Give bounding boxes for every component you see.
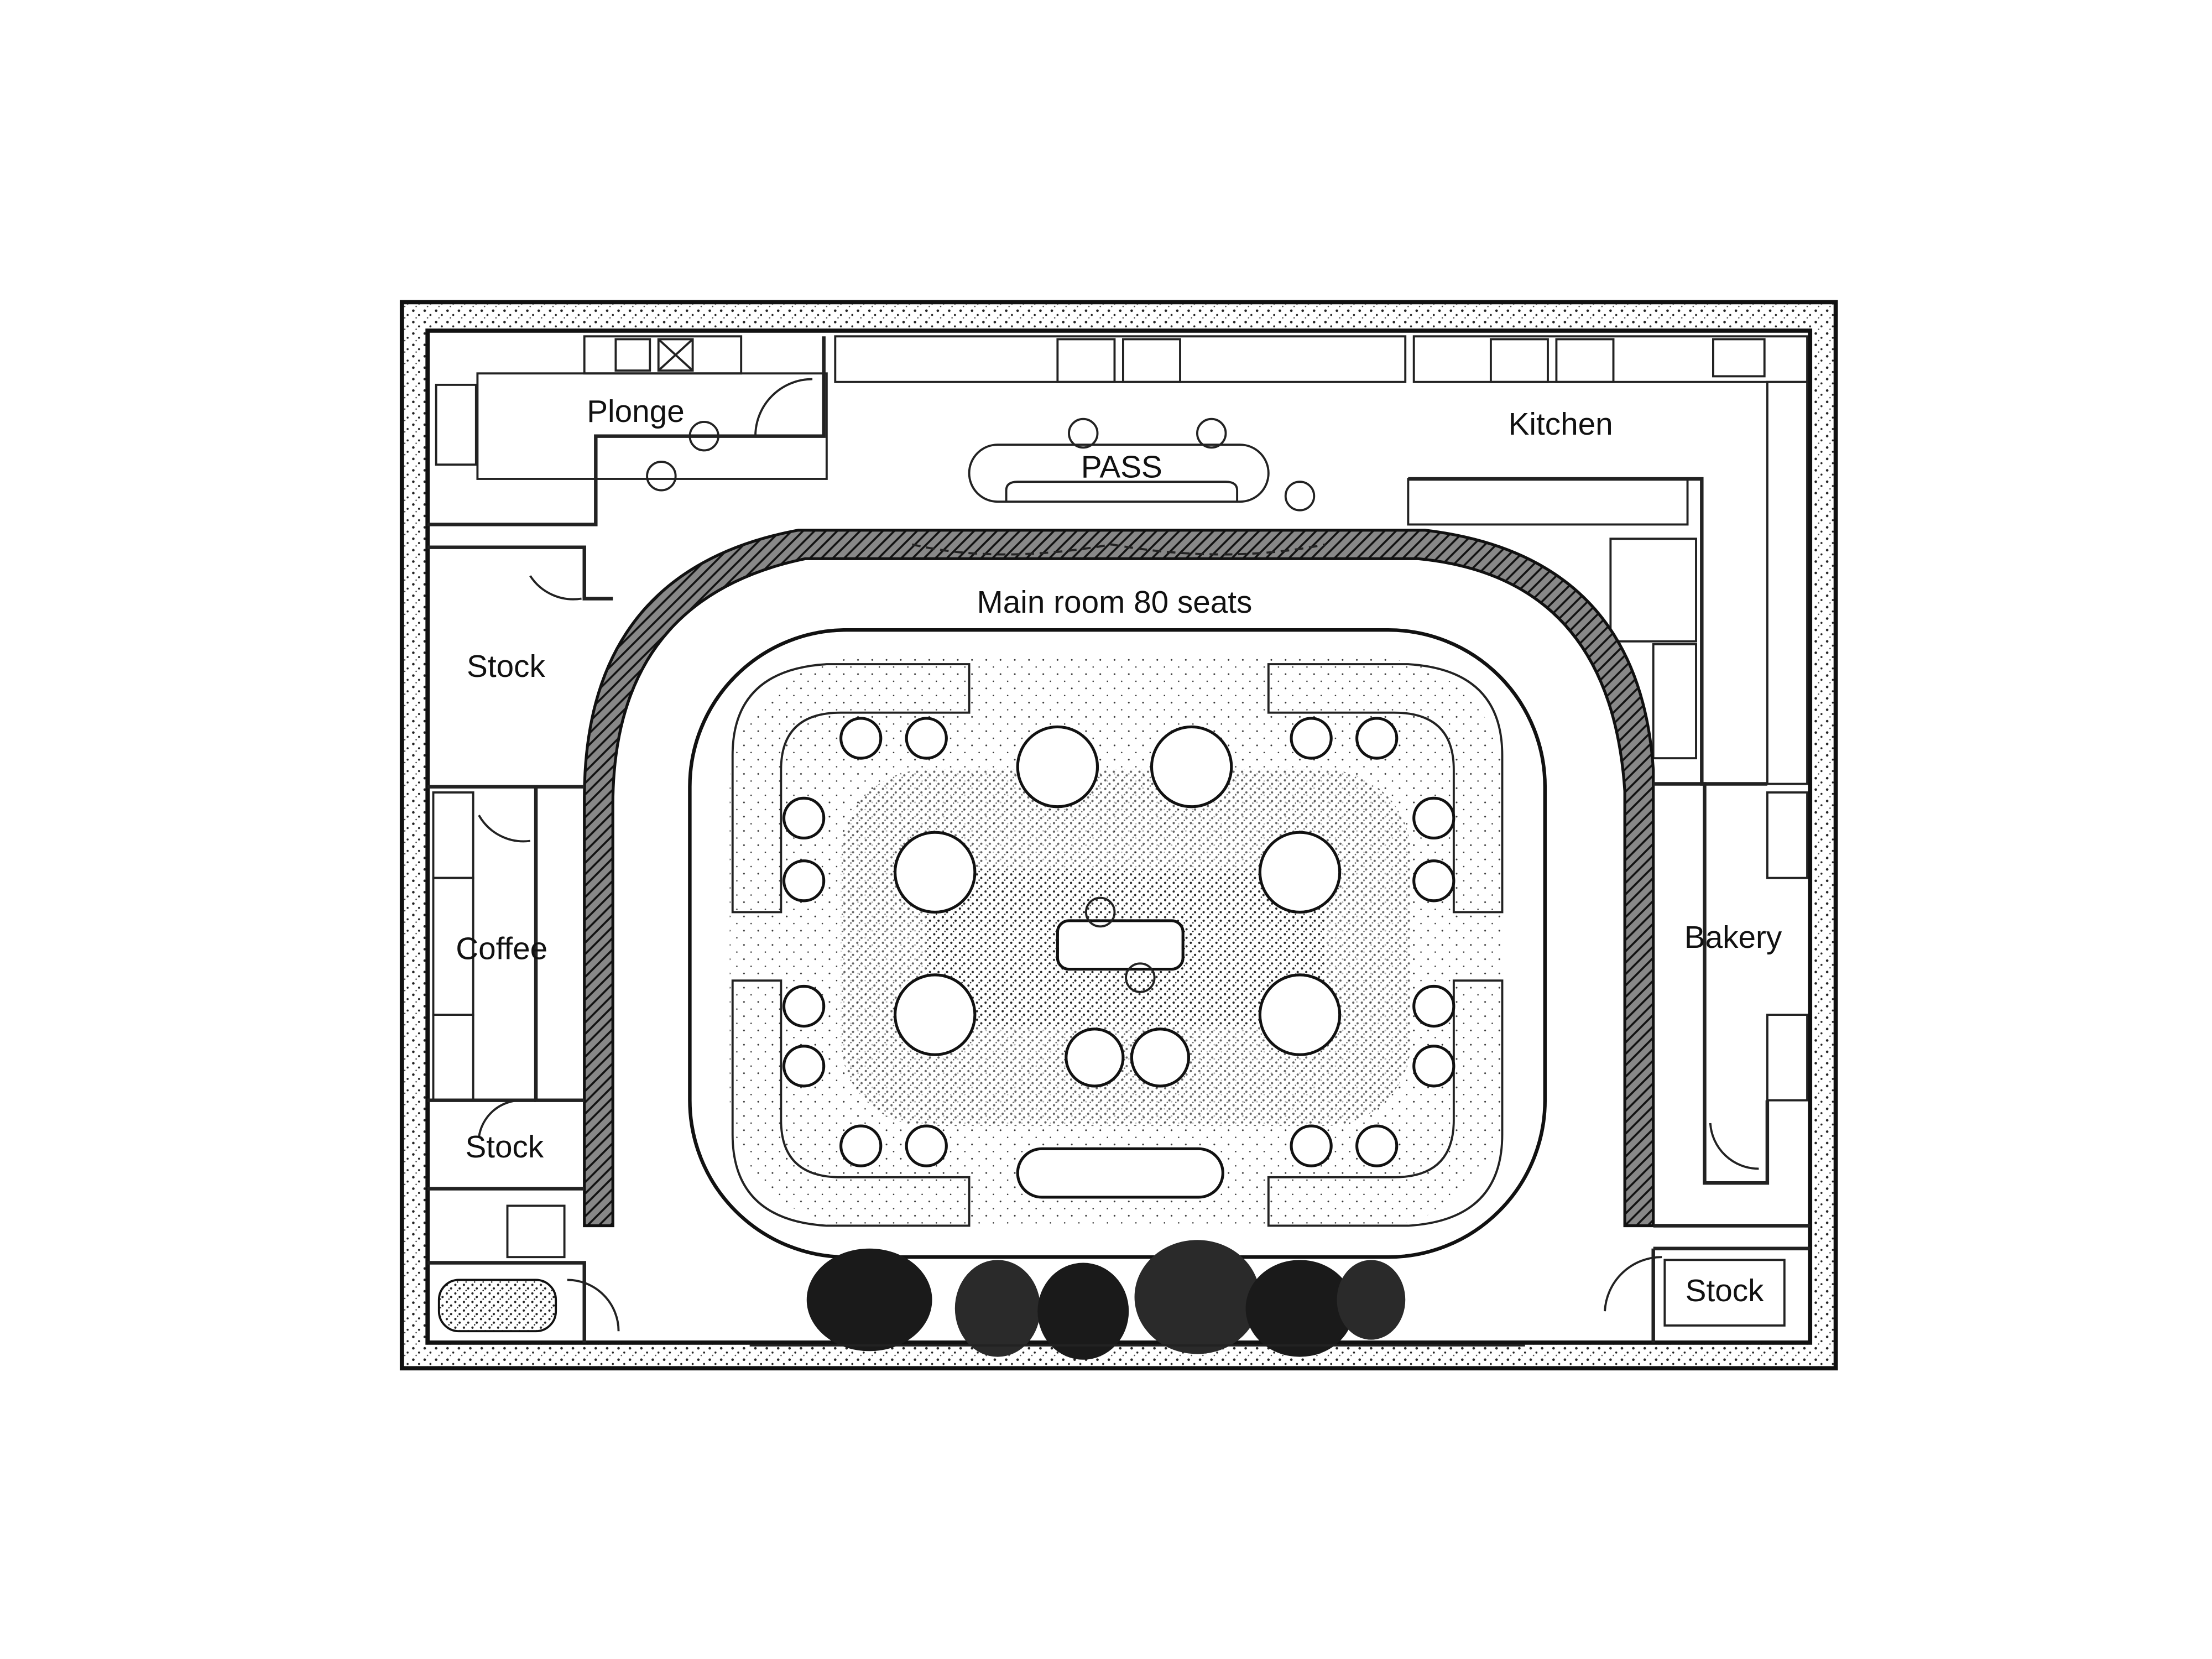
- tree-icon: [954, 1260, 1041, 1357]
- person-icon: [688, 420, 719, 452]
- person-icon: [1084, 896, 1116, 928]
- small-table: [1355, 1124, 1399, 1167]
- tree-icon: [806, 1248, 932, 1352]
- small-table: [782, 1045, 826, 1088]
- room-label-coffee: Coffee: [456, 932, 547, 967]
- toilet-icon: [506, 1204, 566, 1259]
- room-label-stock-left: Stock: [467, 649, 545, 684]
- stove-icon: [1056, 338, 1116, 383]
- kitchen-counter-top: [834, 335, 1407, 383]
- tree-icon: [1037, 1262, 1129, 1360]
- landscape-trees: [749, 1240, 1525, 1360]
- freezer-icon: [1766, 1014, 1808, 1102]
- banquette-seat: [731, 663, 971, 914]
- door-swing[interactable]: [478, 815, 531, 843]
- pass-counter: [968, 444, 1270, 503]
- door-swing[interactable]: [754, 378, 813, 436]
- small-table: [1412, 859, 1455, 902]
- round-table: [893, 831, 977, 914]
- hedge-wall: [583, 529, 1655, 1228]
- tree-icon: [1134, 1240, 1260, 1354]
- door-swing[interactable]: [1604, 1256, 1662, 1312]
- door-swing[interactable]: [1709, 1123, 1759, 1170]
- freezer-icon: [1609, 538, 1697, 643]
- small-table: [839, 717, 883, 760]
- small-table: [1412, 1045, 1455, 1088]
- tree-icon: [1337, 1260, 1406, 1340]
- stove-icon: [1121, 338, 1181, 383]
- room-label-plonge: Plonge: [587, 394, 685, 429]
- tree-icon: [1245, 1260, 1354, 1357]
- freezer-icon: [1766, 791, 1808, 879]
- person-icon: [646, 461, 677, 492]
- dishwasher-icon: [614, 338, 651, 372]
- small-table: [1065, 1027, 1125, 1088]
- small-table: [1290, 1124, 1333, 1167]
- freezer-icon: [432, 791, 474, 879]
- small-table: [1130, 1027, 1191, 1088]
- stove-icon: [1489, 338, 1549, 383]
- small-table: [905, 1124, 948, 1167]
- small-table: [782, 859, 826, 902]
- round-table: [1016, 725, 1099, 808]
- kitchen-room: PASS Kitchen: [646, 335, 1808, 786]
- small-table: [839, 1124, 883, 1167]
- small-table: [1412, 796, 1455, 840]
- small-table: [1355, 717, 1399, 760]
- room-label-stock-left-lower: Stock: [465, 1130, 544, 1165]
- round-table: [893, 973, 977, 1056]
- banquette-seat: [731, 979, 971, 1227]
- room-label-stock-right: Stock: [1686, 1274, 1764, 1308]
- banquette-seat: [1267, 663, 1504, 914]
- small-table: [782, 796, 826, 840]
- person-icon: [1196, 418, 1227, 449]
- banquette-seat: [1267, 979, 1504, 1227]
- round-table: [1258, 831, 1342, 914]
- person-icon: [1284, 481, 1316, 512]
- door-swing[interactable]: [529, 575, 582, 601]
- round-table: [1150, 725, 1233, 808]
- sink-icon: [1712, 338, 1766, 378]
- stove-icon: [1555, 338, 1615, 383]
- person-icon: [1125, 962, 1156, 993]
- pass-label: PASS: [1081, 450, 1162, 484]
- door-swing[interactable]: [567, 1279, 620, 1332]
- freezer-icon: [1652, 643, 1697, 760]
- room-label-kitchen: Kitchen: [1509, 407, 1613, 442]
- main-dining-room: Main room 80 seats: [688, 585, 1547, 1259]
- central-counter: [1056, 919, 1185, 971]
- round-table: [1258, 973, 1342, 1056]
- door-swing[interactable]: [478, 1099, 522, 1138]
- freezer-icon: [432, 1014, 474, 1102]
- small-table: [905, 717, 948, 760]
- right-service-rooms: Bakery Stock: [1604, 782, 1811, 1343]
- room-label-main-room: Main room 80 seats: [977, 585, 1253, 620]
- left-service-rooms: Stock Coffee Stock: [427, 545, 620, 1343]
- plonge-room: Plonge: [427, 335, 828, 526]
- sink-icon: [435, 383, 477, 466]
- room-label-bakery: Bakery: [1684, 920, 1782, 955]
- small-table: [782, 984, 826, 1028]
- exterior-wall: [399, 300, 1838, 1371]
- long-table: [1016, 1147, 1224, 1199]
- small-table: [1290, 717, 1333, 760]
- kitchen-counter-right: [1766, 380, 1808, 785]
- small-table: [1412, 984, 1455, 1028]
- person-icon: [1068, 418, 1099, 449]
- bathtub-icon: [437, 1279, 557, 1333]
